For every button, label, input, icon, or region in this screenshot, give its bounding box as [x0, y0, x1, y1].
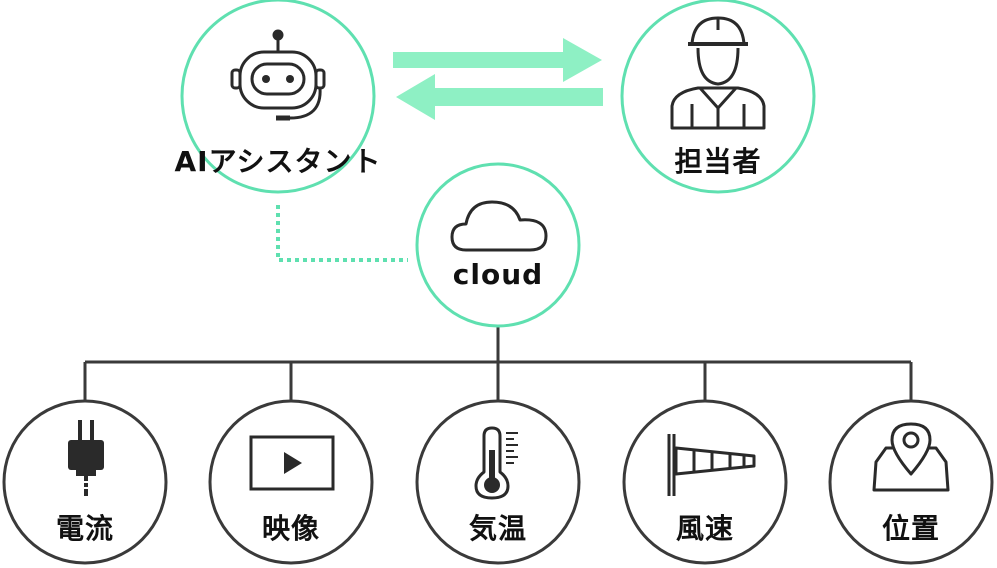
robot-icon [230, 29, 326, 121]
cloud-circle [415, 162, 581, 328]
arrow-left [396, 74, 603, 120]
windsock-icon [667, 434, 756, 496]
staff-node [620, 0, 816, 194]
ai-assistant-label: AIアシスタント [174, 145, 382, 178]
cloud-icon [450, 200, 548, 252]
sensor-circle-wind-speed [622, 399, 788, 565]
sensor-label-video: 映像 [261, 512, 320, 545]
cloud-node [415, 162, 581, 328]
staff-circle [620, 0, 816, 194]
plug-icon [68, 420, 104, 496]
sensor-label-wind-speed: 風速 [675, 512, 734, 545]
dotted-link [276, 205, 408, 262]
worker-icon [670, 16, 766, 130]
thermometer-icon [474, 426, 518, 500]
cloud-label: cloud [452, 258, 544, 291]
bidirectional-arrows [393, 38, 603, 120]
map-pin-icon [872, 422, 950, 492]
staff-label: 担当者 [674, 145, 762, 178]
arrow-right [393, 38, 602, 82]
ai-assistant-node [180, 0, 376, 194]
sensor-label-temperature: 気温 [468, 512, 527, 545]
sensor-label-location: 位置 [881, 512, 940, 545]
tree-connector [83, 322, 913, 400]
sensor-label-current: 電流 [55, 512, 114, 545]
video-play-icon [249, 435, 335, 491]
